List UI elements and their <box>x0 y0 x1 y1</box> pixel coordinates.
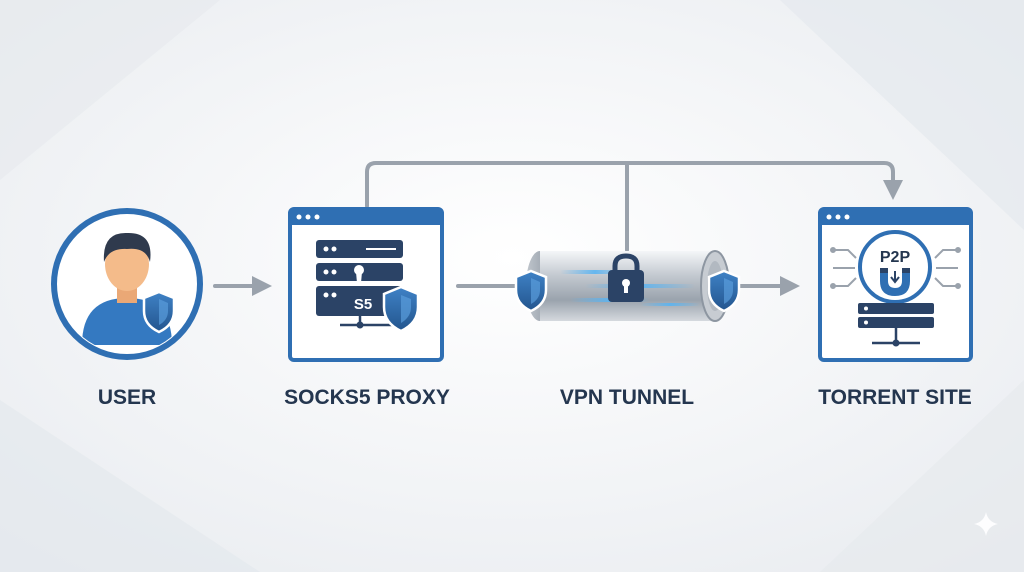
proxy-window-titlebar <box>290 209 442 225</box>
torrent-label: TORRENT SITE <box>818 386 972 409</box>
connector-bypass <box>365 161 903 208</box>
window-dot-icon <box>835 214 841 220</box>
proxy-label: SOCKS5 PROXY <box>284 386 450 409</box>
vpn-label: VPN TUNNEL <box>560 386 694 409</box>
vpn-left-shield-icon <box>514 269 548 313</box>
window-dot-icon <box>296 214 302 220</box>
torrent-window-titlebar <box>820 209 971 225</box>
proxy-badge: S5 <box>354 296 372 313</box>
background-facet <box>0 0 220 180</box>
window-dot-icon <box>314 214 320 220</box>
torrent-server-icon <box>858 303 934 347</box>
proxy-shield-icon <box>382 285 420 333</box>
window-dot-icon <box>826 214 832 220</box>
user-label: USER <box>98 386 156 409</box>
tunnel-lock-icon <box>526 250 730 322</box>
proxy-window <box>288 207 444 362</box>
window-dot-icon <box>844 214 850 220</box>
user-node <box>51 208 203 360</box>
keyhole-icon <box>354 265 364 283</box>
vpn-node <box>514 250 741 322</box>
p2p-magnet-icon <box>858 230 932 304</box>
vpn-right-shield-icon <box>707 269 741 313</box>
background-facet <box>820 380 1024 572</box>
circuit-lines-icon <box>830 247 961 289</box>
sparkle-icon <box>974 512 998 536</box>
user-shield-icon <box>142 290 176 334</box>
window-dot-icon <box>305 214 311 220</box>
proxy-node: S5 <box>288 207 444 362</box>
connectors <box>213 161 903 296</box>
background-facet <box>0 400 260 572</box>
torrent-node: P2P <box>818 207 973 362</box>
background-facet <box>780 0 1024 230</box>
user-icon <box>82 232 172 345</box>
torrent-badge: P2P <box>880 249 911 266</box>
server-stack-icon <box>316 240 403 329</box>
